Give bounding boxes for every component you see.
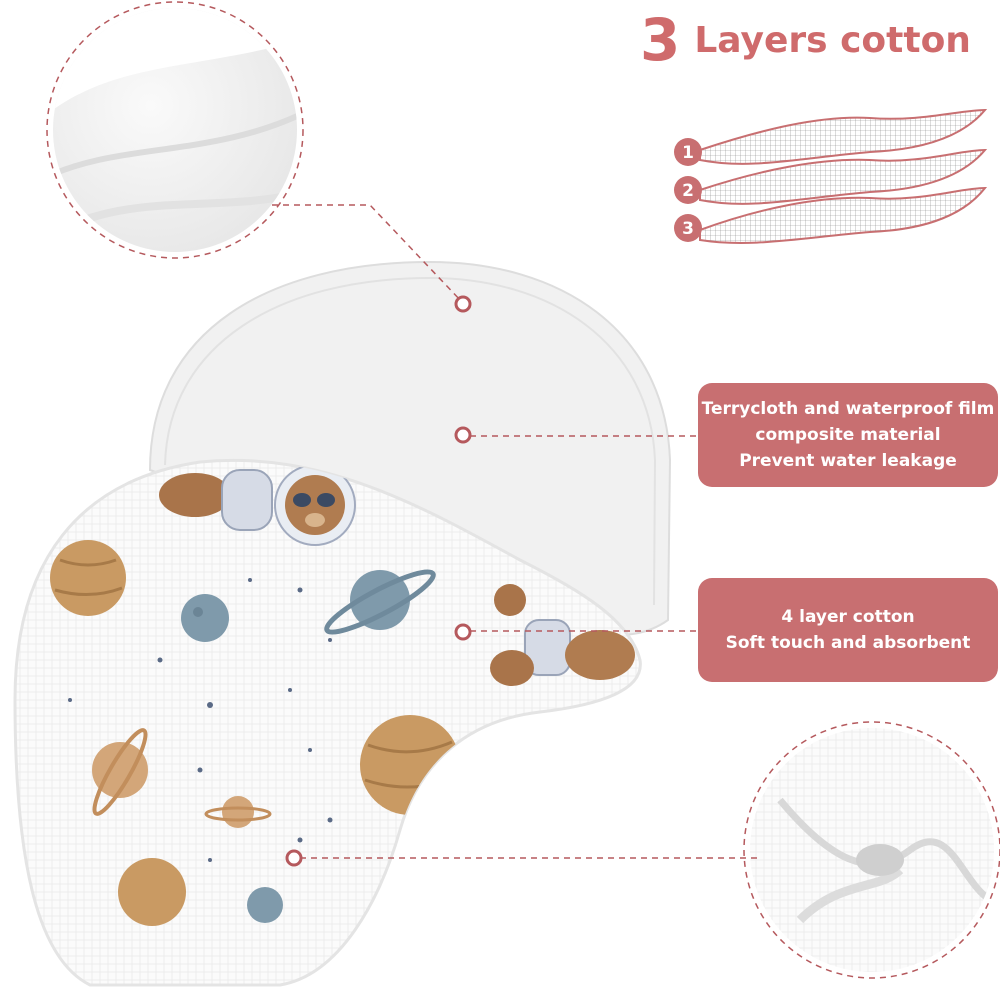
terrycloth-callout-line-3: Prevent water leakage [739,451,957,471]
leader-lines [272,204,760,859]
star-decorations [68,578,333,862]
layer-sheet-3 [699,186,988,244]
layer-number-3: 3 [682,219,694,239]
gauze-texture-detail [743,721,1000,979]
layer-badge-2: 2 [674,176,702,204]
cotton-callout: 4 layer cotton Soft touch and absorbent [698,578,998,682]
cotton-callout-line-2: Soft touch and absorbent [725,633,971,653]
layer-badge-3: 3 [674,214,702,242]
layer-sheet-1 [699,108,988,165]
printed-cotton-burp-cloth [13,458,642,987]
terrycloth-texture-detail [46,1,304,259]
terrycloth-burp-cloth [148,260,672,636]
terrycloth-callout: Terrycloth and waterproof film composite… [698,383,998,487]
terrycloth-callout-line-2: composite material [755,425,941,445]
layer-badge-1: 1 [674,138,702,166]
bear-astronaut-illustration [159,464,635,686]
layer-number-1: 1 [682,143,694,163]
layer-diagram: 1 2 3 [674,108,988,244]
leader-dots [285,295,472,867]
page-title: 3 Layers cotton [640,0,980,80]
terrycloth-callout-line-1: Terrycloth and waterproof film [701,399,995,419]
layer-sheet-2 [699,148,988,205]
cotton-callout-line-1: 4 layer cotton [781,607,915,627]
layer-number-2: 2 [682,181,694,201]
headline-text: Layers cotton [694,19,971,61]
headline-number: 3 [640,6,681,74]
